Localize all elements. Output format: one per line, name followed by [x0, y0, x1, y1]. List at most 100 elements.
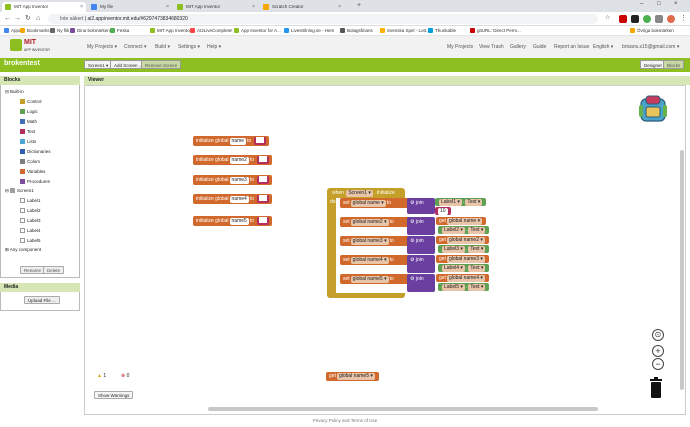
gear-icon[interactable]: ⚙: [410, 257, 416, 263]
close-window-icon[interactable]: ×: [674, 1, 678, 7]
delete-button[interactable]: Delete: [43, 266, 65, 274]
component-item-label5[interactable]: Label5: [20, 238, 41, 244]
label-text-getter-block[interactable]: Label1 ▾.Text ▾: [435, 198, 487, 206]
menu-connect[interactable]: Connect ▾: [124, 44, 147, 50]
right-menu-item[interactable]: Report an Issue: [554, 44, 590, 50]
menu-help[interactable]: Help ▾: [207, 44, 222, 50]
rename-button[interactable]: Rename: [20, 266, 46, 274]
right-menu-item[interactable]: My Projects: [447, 44, 474, 50]
variable-dropdown[interactable]: global name3 ▾: [350, 238, 389, 245]
right-menu-item[interactable]: View Trash: [479, 44, 504, 50]
upload-file-button[interactable]: Upload File ...: [24, 296, 60, 304]
show-warnings-button[interactable]: Show Warnings: [94, 391, 134, 399]
browser-menu-icon[interactable]: ⋮: [680, 15, 687, 22]
label-text-getter-block[interactable]: Label3 ▾.Text ▾: [438, 245, 490, 253]
right-menu-item[interactable]: brisans.s15@gmail.com ▾: [622, 44, 680, 50]
string-field[interactable]: [259, 156, 267, 162]
home-icon[interactable]: ⌂: [36, 15, 41, 22]
variable-dropdown[interactable]: global name ▾: [350, 200, 386, 207]
close-tab-icon[interactable]: ×: [338, 4, 341, 10]
text-literal-block[interactable]: 10: [435, 207, 451, 215]
screen-dropdown[interactable]: Screen1 ▾: [346, 190, 373, 197]
extension-icon[interactable]: [619, 15, 627, 23]
string-field[interactable]: [256, 137, 265, 143]
recenter-icon[interactable]: ⊙: [652, 329, 664, 341]
builtin-item-colors[interactable]: Colors: [20, 159, 40, 165]
browser-tab-1[interactable]: MIT App Inventor×: [2, 2, 86, 12]
component-item-label2[interactable]: Label2: [20, 208, 41, 214]
join-block[interactable]: ⚙ join: [407, 217, 435, 235]
variable-name-field[interactable]: name4: [229, 196, 249, 203]
workspace-horizontal-scrollbar[interactable]: [208, 407, 598, 411]
extensions-puzzle-icon[interactable]: [655, 15, 663, 23]
close-tab-icon[interactable]: ×: [166, 4, 169, 10]
minimize-icon[interactable]: –: [640, 1, 644, 7]
builtin-item-lists[interactable]: Lists: [20, 139, 36, 145]
trash-icon[interactable]: [649, 377, 663, 399]
expand-icon[interactable]: ⊞: [5, 247, 9, 252]
builtin-item-logic[interactable]: Logic: [20, 109, 38, 115]
builtin-item-dictionaries[interactable]: Dictionaries: [20, 149, 51, 155]
right-menu-item[interactable]: Guide: [533, 44, 547, 50]
collapse-icon[interactable]: ⊟: [5, 188, 9, 193]
bookmark-item[interactable]: Thunkable: [428, 27, 456, 35]
bookmark-item[interactable]: Livestrilning.se - Hem: [284, 27, 334, 35]
component-item-label1[interactable]: Label1: [20, 198, 41, 204]
empty-string-block[interactable]: [254, 137, 267, 145]
bookmark-item[interactable]: Feska: [110, 27, 129, 35]
bookmark-item[interactable]: App Inventor for A...: [234, 27, 281, 35]
profile-avatar-icon[interactable]: [667, 15, 675, 23]
gear-icon[interactable]: ⚙: [410, 200, 416, 206]
string-field[interactable]: [259, 217, 267, 223]
screen-selector-button[interactable]: Screen1 ▾: [84, 60, 113, 69]
variable-name-field[interactable]: name: [229, 138, 247, 145]
menu-my-projects[interactable]: My Projects ▾: [87, 44, 118, 50]
bookmark-item[interactable]: Bookmarks: [20, 27, 50, 35]
extension-icon[interactable]: [631, 15, 639, 23]
gear-icon[interactable]: ⚙: [410, 219, 416, 225]
string-field[interactable]: [259, 176, 267, 182]
variable-name-field[interactable]: name3: [229, 177, 249, 184]
right-menu-item[interactable]: Gallery: [510, 44, 526, 50]
bookmark-item[interactable]: Bolagsfinans: [340, 27, 373, 35]
star-icon[interactable]: ☆: [605, 15, 611, 21]
bookmark-item[interactable]: MIT App Inventor 2: [150, 27, 195, 35]
workspace-vertical-scrollbar[interactable]: [680, 150, 684, 390]
zoom-in-icon[interactable]: +: [652, 345, 664, 357]
browser-tab-4[interactable]: Scratch Creator×: [260, 2, 344, 12]
browser-tab-2[interactable]: My file×: [88, 2, 172, 12]
variable-dropdown[interactable]: global name4 ▾: [350, 257, 389, 264]
remove-screen-button[interactable]: Remove Screen: [141, 60, 182, 69]
collapse-icon[interactable]: ⊟: [5, 89, 9, 94]
right-menu-item[interactable]: English ▾: [593, 44, 614, 50]
component-item-label3[interactable]: Label3: [20, 218, 41, 224]
gear-icon[interactable]: ⚙: [410, 238, 416, 244]
any-component-tree-node[interactable]: ⊞ Any component: [5, 247, 42, 252]
component-item-label4[interactable]: Label4: [20, 228, 41, 234]
menu-build[interactable]: Build ▾: [155, 44, 171, 50]
reload-icon[interactable]: ↻: [25, 15, 31, 22]
bookmark-item[interactable]: Dina bokmärken -: [70, 27, 113, 35]
gear-icon[interactable]: ⚙: [410, 276, 416, 282]
builtin-item-variables[interactable]: Variables: [20, 169, 45, 175]
variable-dropdown[interactable]: global name2 ▾: [350, 219, 389, 226]
app-inventor-logo[interactable]: MIT APP INVENTOR: [10, 39, 50, 55]
builtin-tree-node[interactable]: ⊟ Built-in: [5, 89, 24, 94]
empty-string-block[interactable]: [257, 176, 269, 184]
menu-settings[interactable]: Settings ▾: [178, 44, 200, 50]
variable-dropdown[interactable]: global name5 ▾: [350, 276, 389, 283]
blocks-button[interactable]: Blocks: [663, 60, 685, 69]
